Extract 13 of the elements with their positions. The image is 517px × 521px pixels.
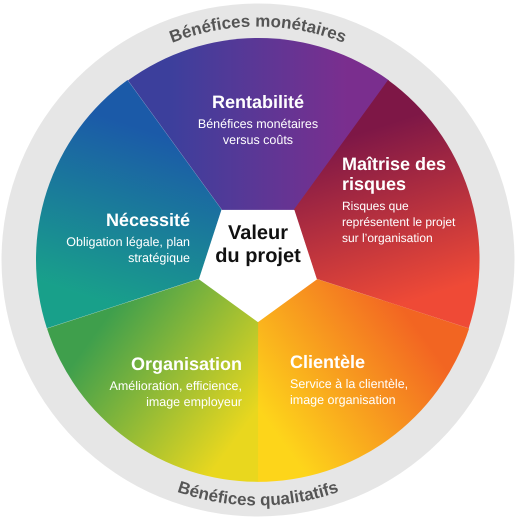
segment-description: Service à la clientèle, image organisation xyxy=(290,376,410,408)
segment-description: Amélioration, efficience, image employeur xyxy=(108,378,242,410)
ring-label: Bénéfices monétaires xyxy=(166,11,350,47)
segment-description: Bénéfices monétaires versus coûts xyxy=(196,116,320,148)
segment-title: Rentabilité xyxy=(212,92,304,112)
segment-title: Maîtrise des risques xyxy=(342,154,448,194)
segment-title: Organisation xyxy=(130,354,242,374)
segment-title: Nécessité xyxy=(106,210,190,230)
ring-label: Bénéfices qualitatifs xyxy=(176,477,340,510)
segment-title: Clientèle xyxy=(290,352,366,372)
segment-description: Obligation légale, plan stratégique xyxy=(65,234,190,266)
center-label: Valeur du projet xyxy=(214,222,302,268)
segment-description: Risques que représentent le projet sur l’organisation xyxy=(342,198,456,246)
